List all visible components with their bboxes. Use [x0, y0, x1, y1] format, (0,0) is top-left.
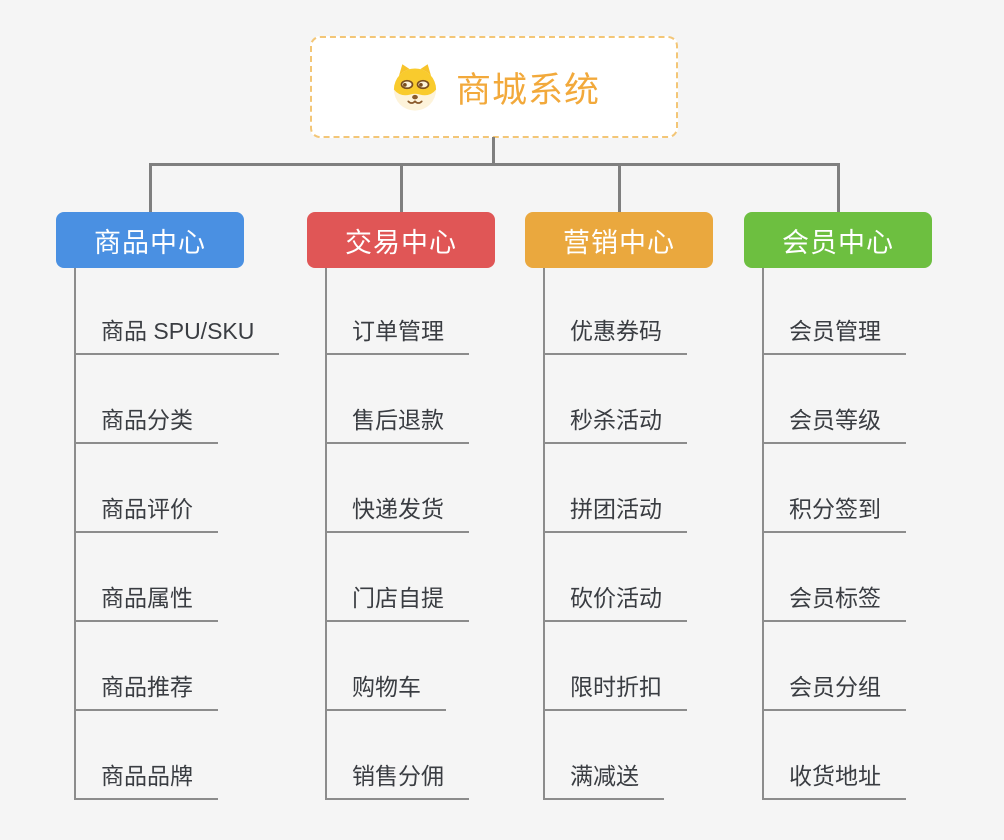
leaf-node[interactable]: 砍价活动	[543, 579, 687, 622]
connector-column-line	[543, 268, 545, 800]
connector-branch-stub	[618, 163, 621, 212]
connector-root-stub	[492, 137, 495, 165]
leaf-node[interactable]: 商品推荐	[74, 668, 218, 711]
leaf-node[interactable]: 会员等级	[762, 401, 906, 444]
leaf-node[interactable]: 收货地址	[762, 757, 906, 800]
branch-label: 营销中心	[563, 227, 675, 258]
leaf-node[interactable]: 订单管理	[325, 312, 469, 355]
connector-horizontal-rail	[149, 163, 839, 166]
leaf-node[interactable]: 秒杀活动	[543, 401, 687, 444]
leaf-node[interactable]: 商品评价	[74, 490, 218, 533]
branch-label: 商品中心	[94, 227, 206, 258]
leaf-node[interactable]: 会员分组	[762, 668, 906, 711]
leaf-column-trade: 订单管理 售后退款 快递发货 门店自提 购物车 销售分佣	[325, 266, 469, 800]
leaf-node[interactable]: 商品 SPU/SKU	[74, 312, 280, 355]
leaf-node[interactable]: 门店自提	[325, 579, 469, 622]
leaf-node[interactable]: 积分签到	[762, 490, 906, 533]
leaf-node[interactable]: 商品分类	[74, 401, 218, 444]
connector-column-line	[74, 268, 76, 800]
connector-branch-stub	[837, 163, 840, 212]
leaf-column-marketing: 优惠券码 秒杀活动 拼团活动 砍价活动 限时折扣 满减送	[543, 266, 687, 800]
branch-node-product-center[interactable]: 商品中心	[56, 212, 244, 268]
leaf-node[interactable]: 会员管理	[762, 312, 906, 355]
branch-node-member-center[interactable]: 会员中心	[744, 212, 932, 268]
connector-branch-stub	[400, 163, 403, 212]
leaf-column-member: 会员管理 会员等级 积分签到 会员标签 会员分组 收货地址	[762, 266, 906, 800]
leaf-node[interactable]: 会员标签	[762, 579, 906, 622]
leaf-column-product: 商品 SPU/SKU 商品分类 商品评价 商品属性 商品推荐 商品品牌	[74, 266, 280, 800]
connector-column-line	[762, 268, 764, 800]
leaf-node[interactable]: 购物车	[325, 668, 446, 711]
leaf-node[interactable]: 销售分佣	[325, 757, 469, 800]
leaf-node[interactable]: 商品属性	[74, 579, 218, 622]
branch-label: 会员中心	[782, 227, 894, 258]
branch-node-marketing-center[interactable]: 营销中心	[525, 212, 713, 268]
connector-branch-stub	[149, 163, 152, 212]
leaf-node[interactable]: 售后退款	[325, 401, 469, 444]
leaf-node[interactable]: 快递发货	[325, 490, 469, 533]
leaf-node[interactable]: 优惠券码	[543, 312, 687, 355]
root-node-label: 商城系统	[455, 70, 600, 110]
dog-face-icon	[388, 60, 442, 114]
leaf-node[interactable]: 满减送	[543, 757, 664, 800]
leaf-node[interactable]: 商品品牌	[74, 757, 218, 800]
branch-label: 交易中心	[345, 227, 457, 258]
root-node-mall-system[interactable]: 商城系统	[310, 36, 678, 138]
leaf-node[interactable]: 拼团活动	[543, 490, 687, 533]
leaf-node[interactable]: 限时折扣	[543, 668, 687, 711]
connector-column-line	[325, 268, 327, 800]
branch-node-trade-center[interactable]: 交易中心	[307, 212, 495, 268]
